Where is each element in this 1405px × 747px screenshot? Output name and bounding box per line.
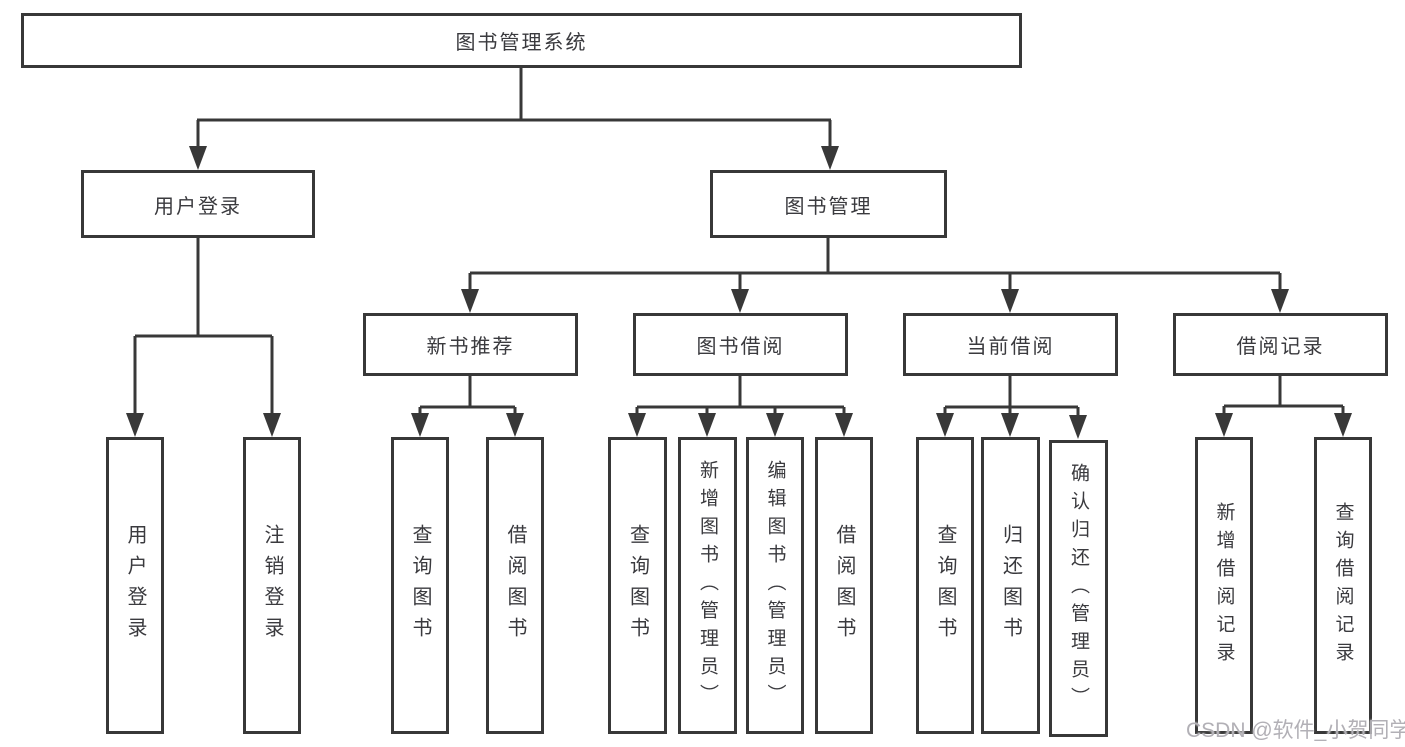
node-library-system: 图书管理系统 [21,13,1022,68]
node-book-management: 图书管理 [710,170,947,238]
leaf-logout-label: 注销登录 [261,523,283,648]
leaf-borrow-book-1: 借阅图书 [486,437,544,734]
leaf-query-book-2: 查询图书 [608,437,667,734]
leaf-query-book-1: 查询图书 [391,437,449,734]
leaf-query-book-1-label: 查询图书 [409,523,431,648]
node-library-system-label: 图书管理系统 [455,32,588,54]
leaf-add-book-admin: 新增图书（管理员） [678,437,737,734]
leaf-query-book-3-label: 查询图书 [934,523,956,648]
leaf-return-book: 归还图书 [981,437,1040,734]
leaf-query-borrow-record: 查询借阅记录 [1314,437,1372,734]
leaf-confirm-return-admin-label: 确认归还（管理员） [1068,462,1089,715]
csdn-watermark: CSDN @软件_小贺同学 [1186,719,1405,742]
leaf-borrow-book-2-label: 借阅图书 [833,523,855,648]
node-borrow-records: 借阅记录 [1173,313,1388,376]
arrowhead-icons [126,146,1352,439]
leaf-logout: 注销登录 [243,437,301,734]
node-new-book-recommend-label: 新书推荐 [426,336,515,358]
leaf-query-book-2-label: 查询图书 [626,523,649,648]
leaf-user-login: 用户登录 [106,437,164,734]
leaf-add-borrow-record: 新增借阅记录 [1195,437,1253,734]
leaf-confirm-return-admin: 确认归还（管理员） [1049,440,1108,737]
leaf-edit-book-admin-label: 编辑图书（管理员） [764,459,786,712]
leaf-add-book-admin-label: 新增图书（管理员） [697,459,718,712]
node-book-borrow: 图书借阅 [633,313,848,376]
node-book-management-label: 图书管理 [784,195,873,218]
node-user-login-module-label: 用户登录 [154,195,242,218]
leaf-borrow-book-2: 借阅图书 [815,437,873,734]
leaf-user-login-label: 用户登录 [124,523,146,648]
node-borrow-records-label: 借阅记录 [1236,336,1325,358]
node-current-borrow-label: 当前借阅 [966,336,1055,358]
node-new-book-recommend: 新书推荐 [363,313,578,376]
leaf-query-book-3: 查询图书 [916,437,974,734]
leaf-add-borrow-record-label: 新增借阅记录 [1213,501,1235,670]
leaf-borrow-book-1-label: 借阅图书 [504,523,526,648]
leaf-edit-book-admin: 编辑图书（管理员） [746,437,804,734]
leaf-query-borrow-record-label: 查询借阅记录 [1332,501,1354,670]
node-current-borrow: 当前借阅 [903,313,1118,376]
node-user-login-module: 用户登录 [81,170,315,238]
node-book-borrow-label: 图书借阅 [696,336,785,358]
leaf-return-book-label: 归还图书 [999,523,1022,648]
